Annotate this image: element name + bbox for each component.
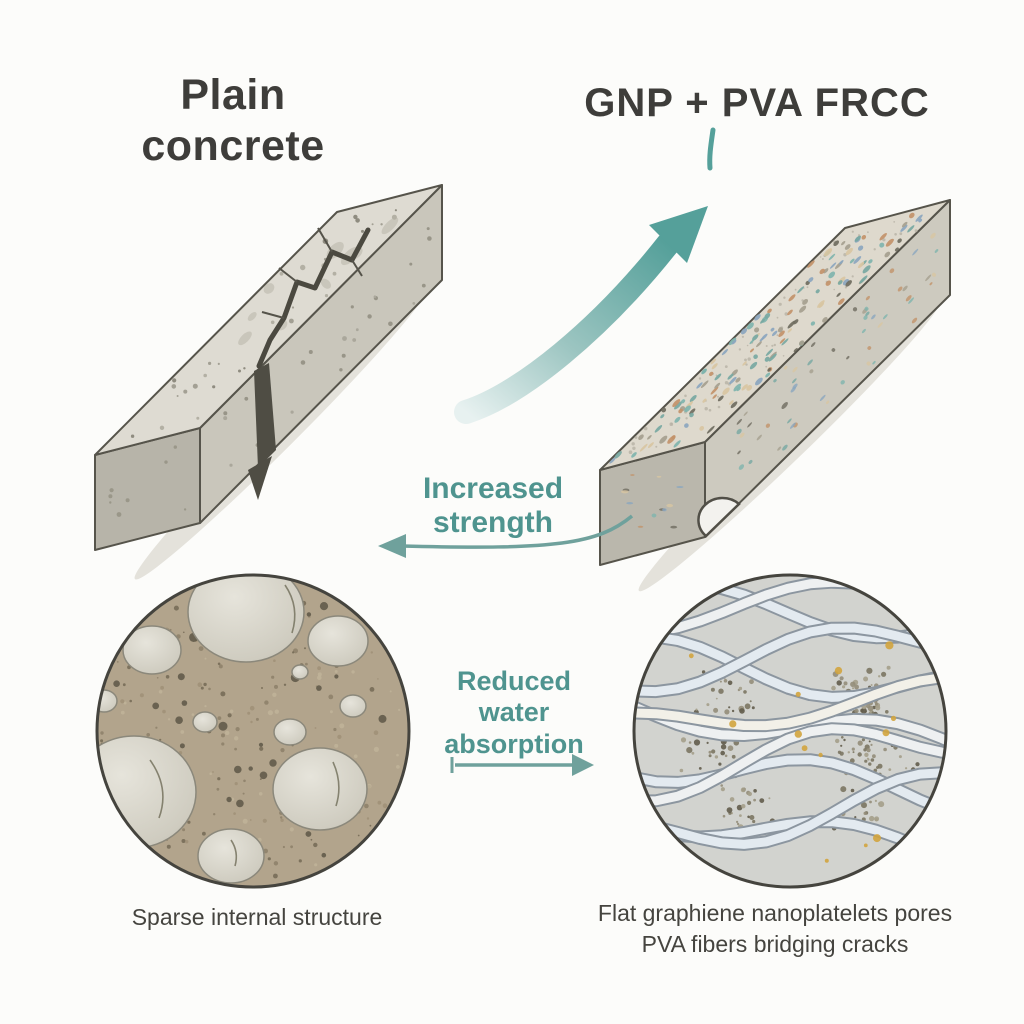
right-lens-caption: Flat graphiene nanoplatelets pores PVA f… (598, 898, 952, 960)
frcc-beam-speckles (609, 212, 939, 529)
aggregate-stone (144, 872, 180, 887)
reduced-absorption-line2: water (478, 697, 550, 728)
left-beam-title: Plain concrete (141, 70, 324, 171)
title-pointer-tick (707, 127, 716, 171)
increased-strength-arrow (378, 514, 634, 558)
reduced-absorption-line3: absorption (444, 728, 584, 759)
left-lens-caption: Sparse internal structure (131, 904, 383, 930)
aggregate-stone (273, 718, 307, 746)
increased-strength-line2: strength (433, 505, 553, 539)
aggregate-stone (192, 711, 218, 733)
right-lens-border (632, 573, 948, 889)
beam-notch (697, 496, 741, 538)
aggregate-stone (187, 575, 305, 663)
reduced-absorption-arrow (450, 754, 594, 776)
growth-arrow (454, 206, 708, 424)
left-arrowhead-icon (378, 534, 406, 558)
right-lens (632, 573, 948, 889)
left-title-line2: concrete (141, 121, 325, 170)
left-lens-stone-cracks (149, 584, 340, 867)
aggregate-stone (122, 625, 182, 675)
increased-strength-label: Increased strength (423, 472, 563, 539)
reduced-absorption-line1: Reduced (456, 666, 572, 696)
left-lens-pores (113, 602, 387, 861)
left-lens-border (95, 573, 411, 889)
beam-crack (248, 227, 371, 500)
aggregate-stone (291, 664, 309, 680)
right-arrowhead-icon (572, 754, 594, 776)
left-lens-aggregates (97, 575, 369, 887)
aggregate-stone (272, 747, 368, 831)
left-title-line1: Plain (180, 71, 286, 119)
right-lens-caption-line2: PVA fibers bridging cracks (641, 931, 909, 958)
aggregate-stone (97, 689, 118, 713)
gnp-flecks (688, 641, 897, 863)
reduced-absorption-label: Reduced water absorption (444, 666, 584, 760)
right-beam-title: GNP + PVA FRCC (584, 81, 930, 125)
aggregate-stone (307, 615, 369, 667)
increased-strength-line1: Increased (422, 472, 564, 505)
left-lens (95, 573, 411, 889)
right-lens-caption-line1: Flat graphiene nanoplatelets pores (597, 900, 953, 926)
growth-arrowhead-icon (649, 206, 708, 263)
aggregate-stone (339, 694, 367, 718)
aggregate-stone (197, 828, 265, 884)
